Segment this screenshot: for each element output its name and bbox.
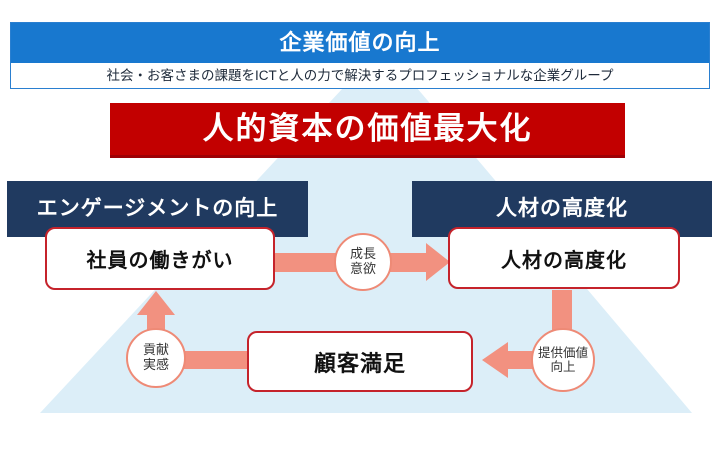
connector-contribution-circle: 貢献実感 [126, 328, 186, 388]
node-employee-fulfillment: 社員の働きがい [45, 227, 275, 290]
corporate-value-title: 企業価値の向上 [11, 23, 709, 63]
corporate-group-subtitle: 社会・お客さまの課題をICTと人の力で解決するプロフェッショナルな企業グループ [11, 63, 709, 88]
human-capital-banner: 人的資本の価値最大化 [110, 103, 625, 158]
connector-value-improvement-circle: 提供価値向上 [531, 328, 595, 392]
connector-label: 成長意欲 [349, 246, 376, 276]
arrow-up-icon [137, 291, 175, 315]
node-hr-advancement: 人材の高度化 [448, 227, 680, 289]
arrow-left-icon [482, 342, 508, 378]
connector-label: 貢献実感 [142, 342, 169, 372]
connector-label: 提供価値向上 [537, 345, 588, 374]
connector-growth-motivation-circle: 成長意欲 [334, 233, 392, 291]
node-customer-satisfaction: 顧客満足 [247, 331, 473, 392]
arrow-right-icon [426, 243, 450, 281]
corporate-value-banner-group: 企業価値の向上 社会・お客さまの課題をICTと人の力で解決するプロフェッショナル… [10, 22, 710, 89]
